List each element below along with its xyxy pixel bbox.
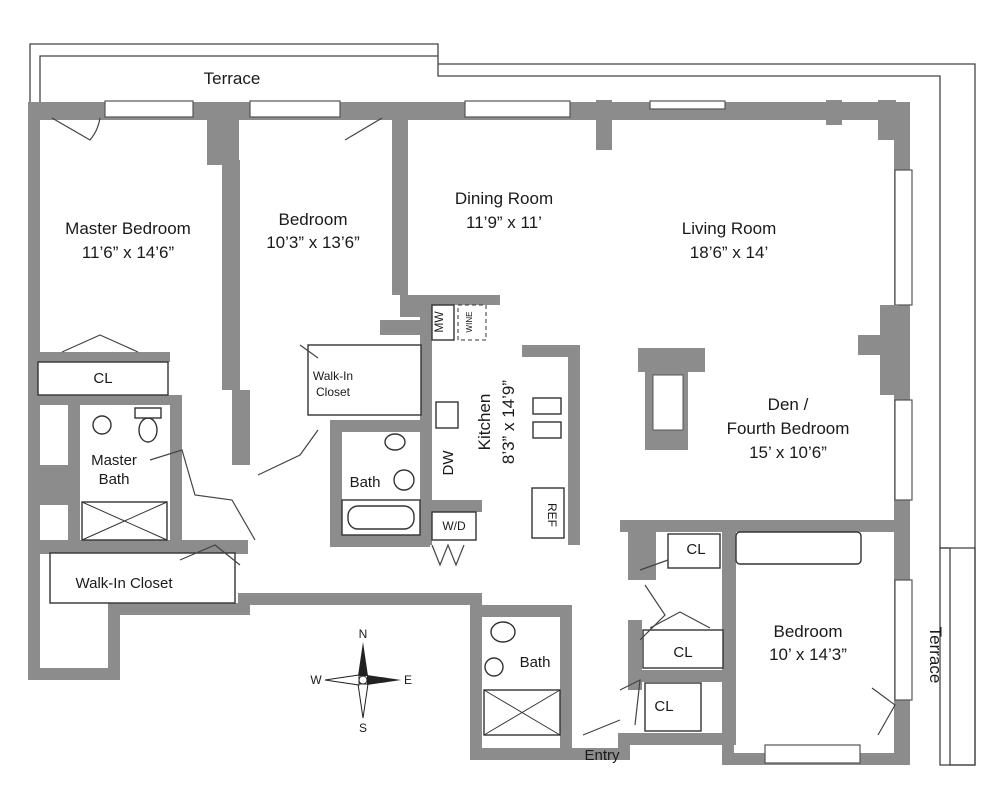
bath-2-label: Bath (520, 654, 551, 671)
terrace-right-label: Terrace (926, 627, 945, 684)
master-bath-line2: Bath (99, 471, 130, 488)
compass-rose: N S E W (310, 627, 412, 735)
compass-s: S (359, 721, 367, 735)
dw-label: DW (440, 450, 457, 476)
entry-cl-label: CL (654, 698, 673, 715)
terrace-outline (29, 43, 976, 766)
kitchen-name: Kitchen (475, 394, 494, 451)
master-cl-label: CL (93, 370, 112, 387)
bedroom-2-dims: 10’ x 14’3” (769, 645, 847, 664)
windows (104, 100, 913, 764)
bedroom-2-name: Bedroom (774, 622, 843, 641)
door-swings (51, 117, 896, 736)
terrace-top-label: Terrace (204, 69, 261, 88)
walk-in-closet-master-label: Walk-In Closet (76, 575, 174, 592)
dining-room-name: Dining Room (455, 189, 553, 208)
living-room-dims: 18’6” x 14’ (690, 243, 768, 262)
fixtures (37, 304, 862, 736)
den-cl-label: CL (686, 541, 705, 558)
den-name-line2: Fourth Bedroom (727, 419, 850, 438)
compass-w: W (310, 673, 322, 687)
bedroom-1-dims: 10’3” x 13’6” (266, 233, 360, 252)
den-name-line1: Den / (768, 395, 809, 414)
dining-room-dims: 11’9” x 11’ (466, 213, 542, 232)
kitchen-dims: 8’3” x 14’9” (499, 380, 518, 464)
wine-label: WINE (465, 312, 474, 333)
bath-1-label: Bath (350, 474, 381, 491)
interior-walls (38, 100, 900, 755)
master-bedroom-dims: 11’6” x 14’6” (82, 243, 175, 262)
terrace-right-edge (939, 547, 976, 766)
entry-label: Entry (584, 747, 620, 764)
compass-n: N (359, 627, 368, 641)
compass-e: E (404, 673, 412, 687)
island-inner (652, 374, 684, 431)
walk-in-closet-bed-line2: Closet (316, 385, 351, 399)
ref-label: REF (545, 503, 559, 527)
den-dims: 15’ x 10’6” (749, 443, 827, 462)
master-bedroom-name: Master Bedroom (65, 219, 191, 238)
living-room-name: Living Room (682, 219, 777, 238)
bedroom-1-name: Bedroom (279, 210, 348, 229)
master-bath-line1: Master (91, 452, 137, 469)
exterior-walls (28, 102, 910, 765)
walk-in-closet-bed-line1: Walk-In (313, 369, 353, 383)
bed2-cl-label: CL (673, 644, 692, 661)
mw-label: MW (432, 311, 446, 333)
wd-label: W/D (442, 519, 466, 533)
